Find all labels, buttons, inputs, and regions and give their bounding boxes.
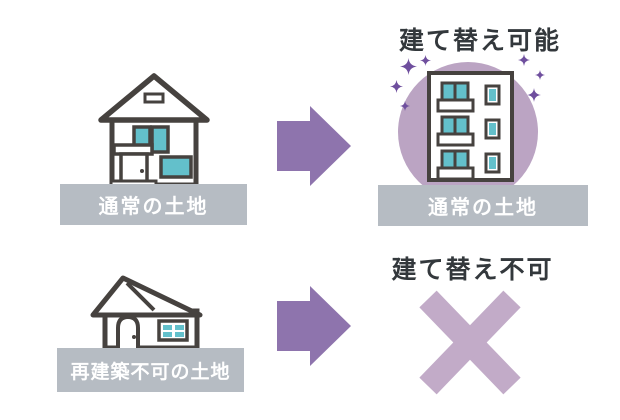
normal-land-banner: 通常の土地	[60, 184, 247, 225]
rebuild-possible-title: 建て替え可能	[398, 27, 561, 55]
rebuild-impossible-title: 建て替え不可	[391, 256, 554, 284]
sparkle-icon	[400, 58, 417, 75]
house-two-story-icon	[98, 73, 210, 191]
sparkle-icon	[400, 101, 410, 111]
sparkle-icon	[390, 80, 403, 93]
sparkle-icon	[527, 88, 541, 102]
sparkle-icon	[420, 55, 431, 66]
sparkle-icon	[535, 70, 545, 80]
sparkle-icon	[518, 54, 530, 66]
normal-land-banner-after-label: 通常の土地	[428, 197, 538, 219]
non-rebuildable-land-banner: 再建築不可の土地	[57, 348, 244, 392]
apartment-building-icon	[427, 71, 514, 182]
non-rebuildable-land-banner-label: 再建築不可の土地	[70, 361, 231, 383]
cross-icon	[419, 290, 521, 395]
normal-land-banner-after: 通常の土地	[378, 185, 588, 226]
normal-land-banner-label: 通常の土地	[98, 196, 209, 218]
right-arrow-icon	[277, 286, 351, 366]
house-one-story-icon	[90, 275, 203, 351]
right-arrow-icon	[277, 106, 351, 186]
